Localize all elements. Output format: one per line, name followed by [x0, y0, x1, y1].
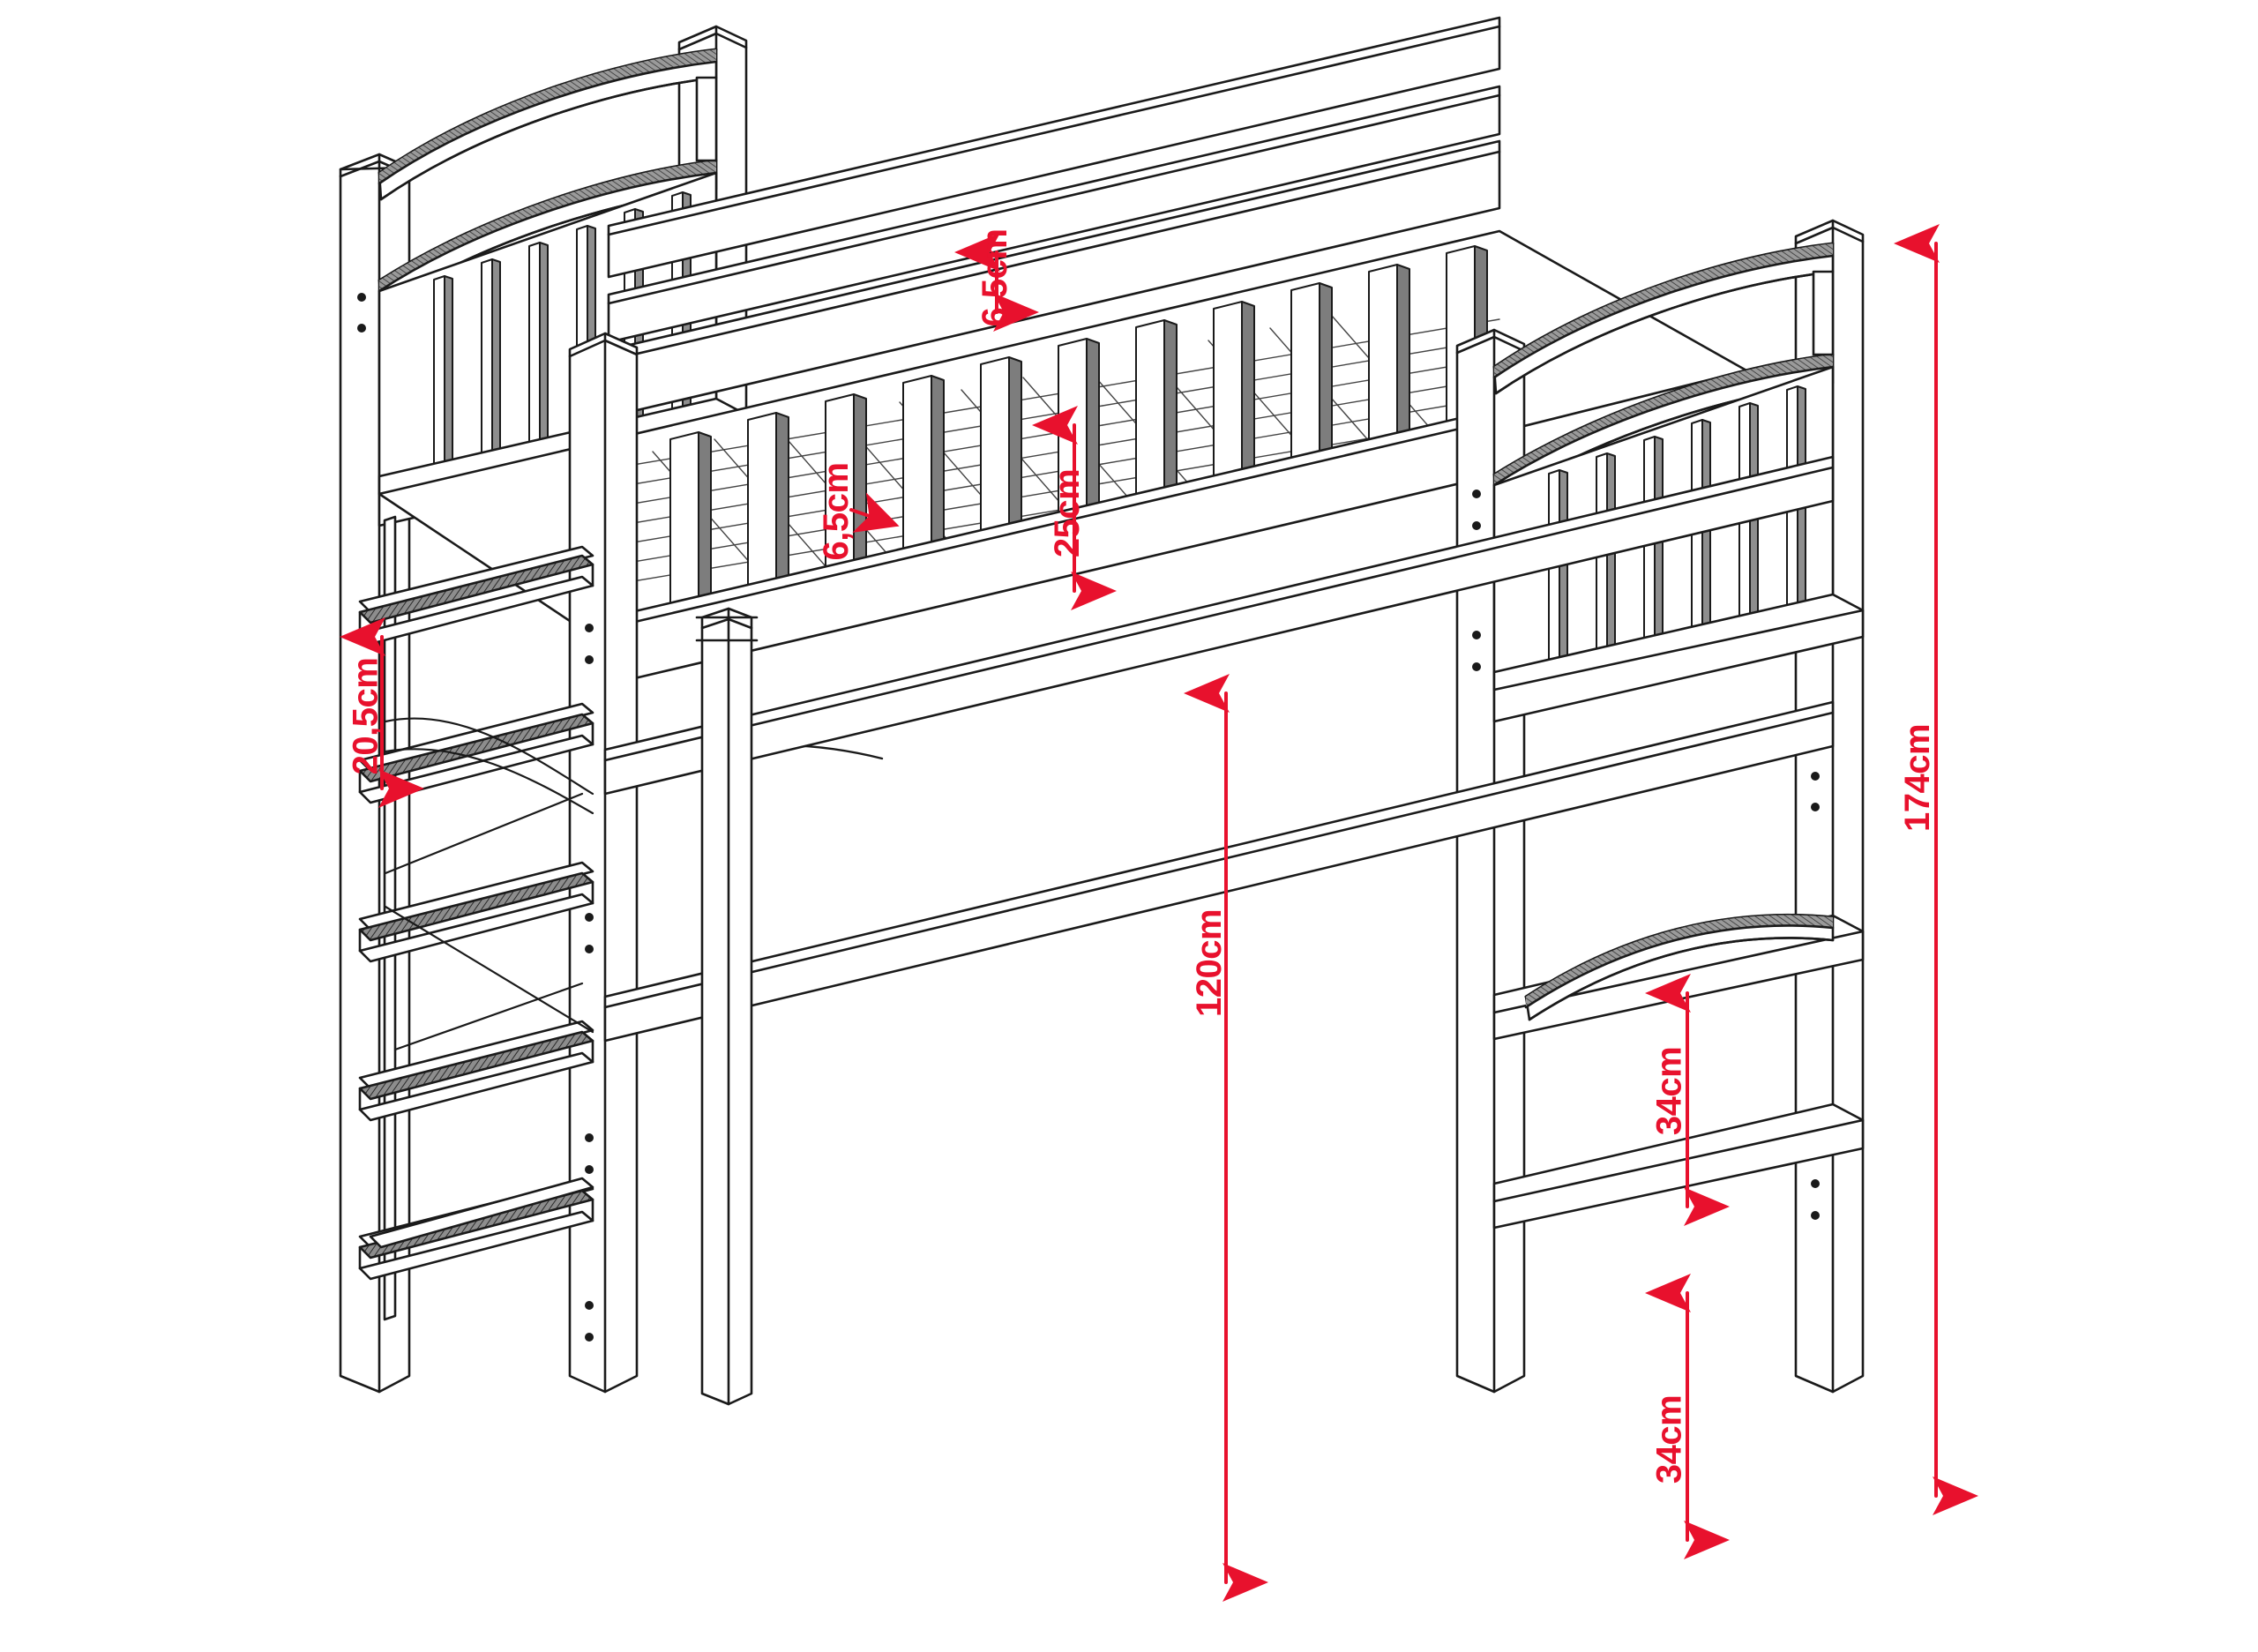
dim-label-under-bed: 120cm: [1190, 908, 1229, 1018]
dimension-lines: [340, 224, 1978, 1602]
headboard-arch-connector: [695, 76, 718, 162]
ladder-rung: [358, 861, 594, 963]
post-middle-support: [695, 607, 759, 1406]
dim-leader-slat-gap: [849, 492, 900, 533]
dim-label-rung-spacing: 20,5cm: [346, 657, 385, 775]
post-front-left: [568, 332, 639, 1394]
dim-label-frame-rail: 34cm: [1649, 1046, 1689, 1136]
ladder-rungs: [358, 545, 594, 1281]
footboard-arch-connector: [1812, 270, 1835, 356]
dim-label-rail-gap-top: 6,5cm: [976, 228, 1014, 327]
safety-rail-upper-bar-2: [607, 85, 1501, 344]
end-rail-left-lower: [369, 1177, 594, 1249]
ladder-rung: [358, 1020, 594, 1122]
footboard-bottom-rail: [1492, 593, 1865, 723]
dim-label-safety-rail-height: 25cm: [1048, 468, 1087, 558]
safety-rail-upper-bar-1: [607, 16, 1501, 279]
dim-label-total-height: 174cm: [1898, 723, 1937, 833]
dim-label-slat-gap: 6,5cm: [817, 462, 856, 561]
dim-label-leg-height: 34cm: [1649, 1394, 1689, 1484]
footboard-lower-curved-brace: [1524, 913, 1835, 1021]
ladder: [358, 515, 594, 1321]
